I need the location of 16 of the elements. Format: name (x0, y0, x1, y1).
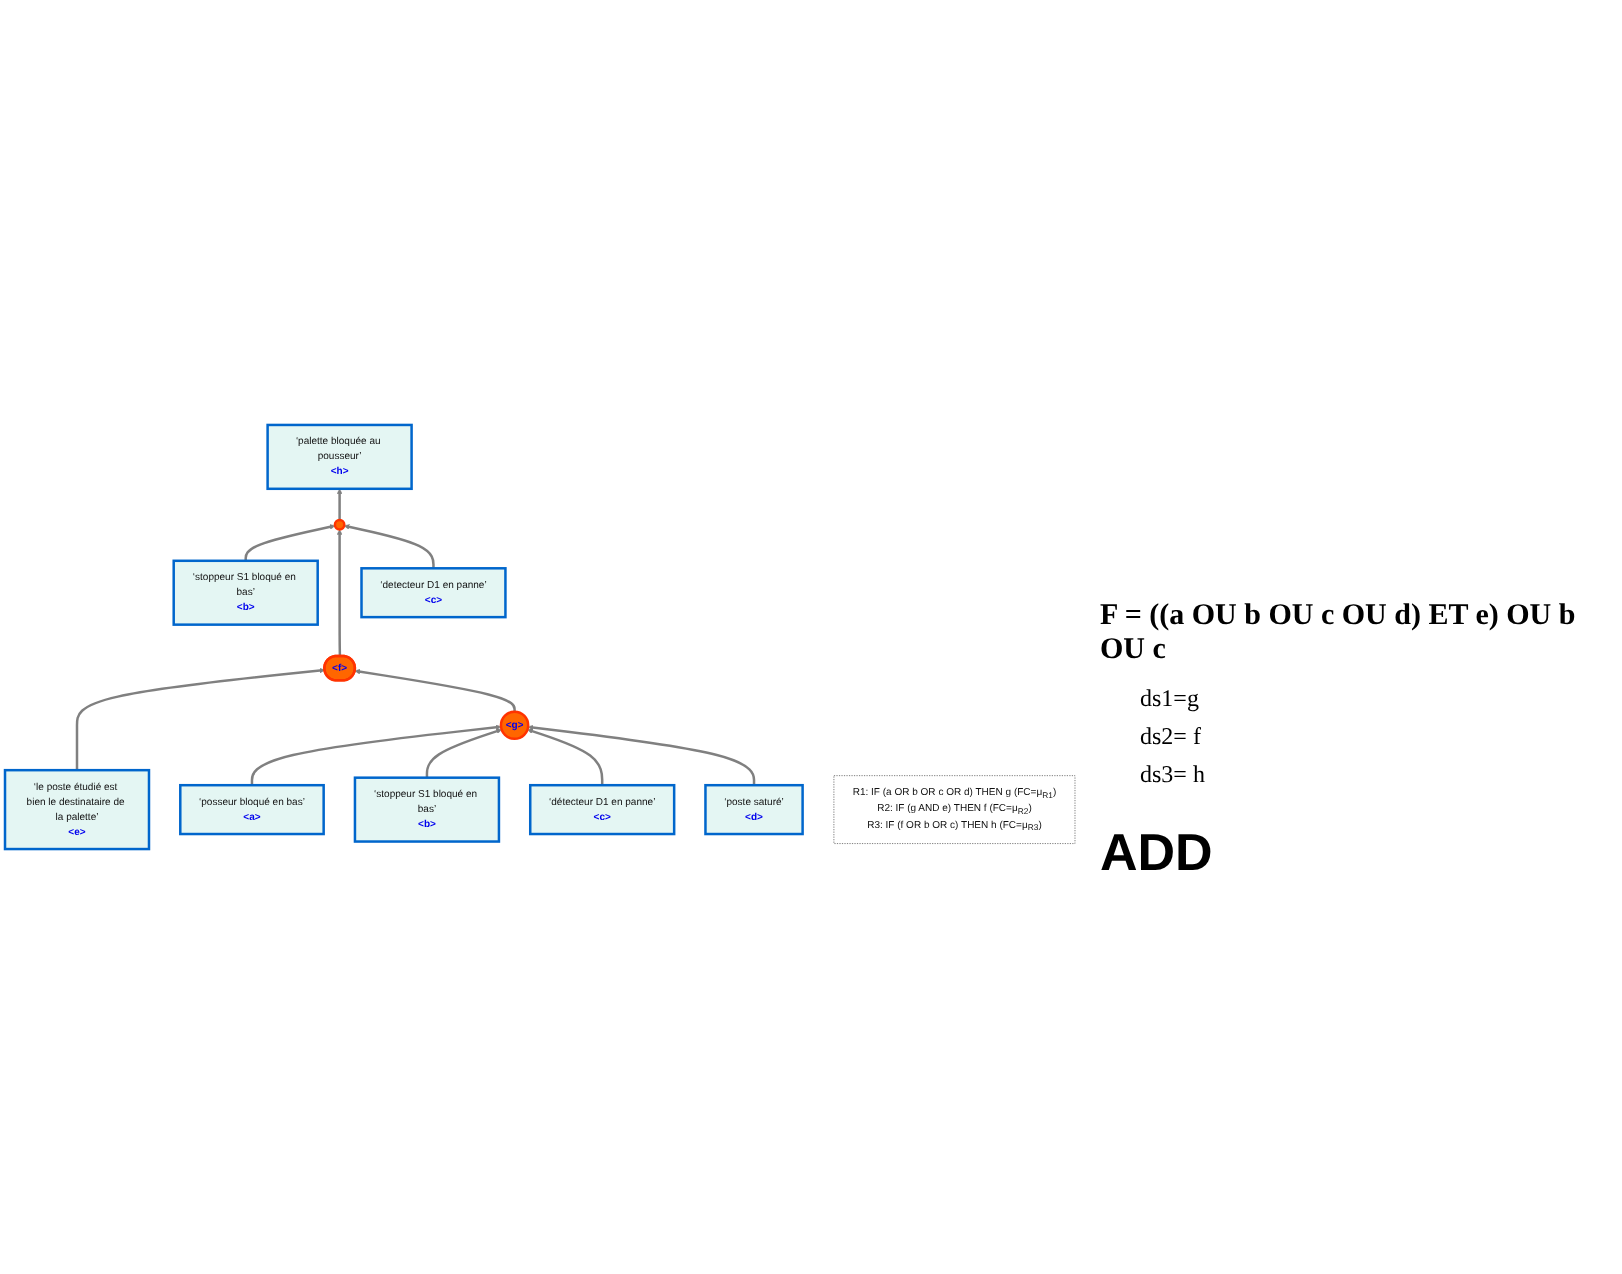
formula-text: F = ((a OU b OU c OU d) ET e) OU b OU c (1100, 600, 1578, 668)
brace-label: ds3= h (1140, 760, 1205, 790)
arrow (425, 728, 502, 778)
arrow (75, 667, 325, 771)
brace-label: ds1=g (1140, 684, 1199, 714)
node-gate (333, 518, 346, 531)
arrow (343, 524, 435, 569)
arrow (336, 529, 343, 657)
arrow (527, 728, 604, 786)
arrow (244, 524, 336, 561)
arrow (527, 724, 756, 786)
brace-label: ds2= f (1140, 722, 1201, 752)
arrow (250, 724, 502, 786)
caption-text: ADD (1100, 822, 1213, 884)
arrow (354, 668, 516, 712)
arrow (336, 488, 343, 521)
